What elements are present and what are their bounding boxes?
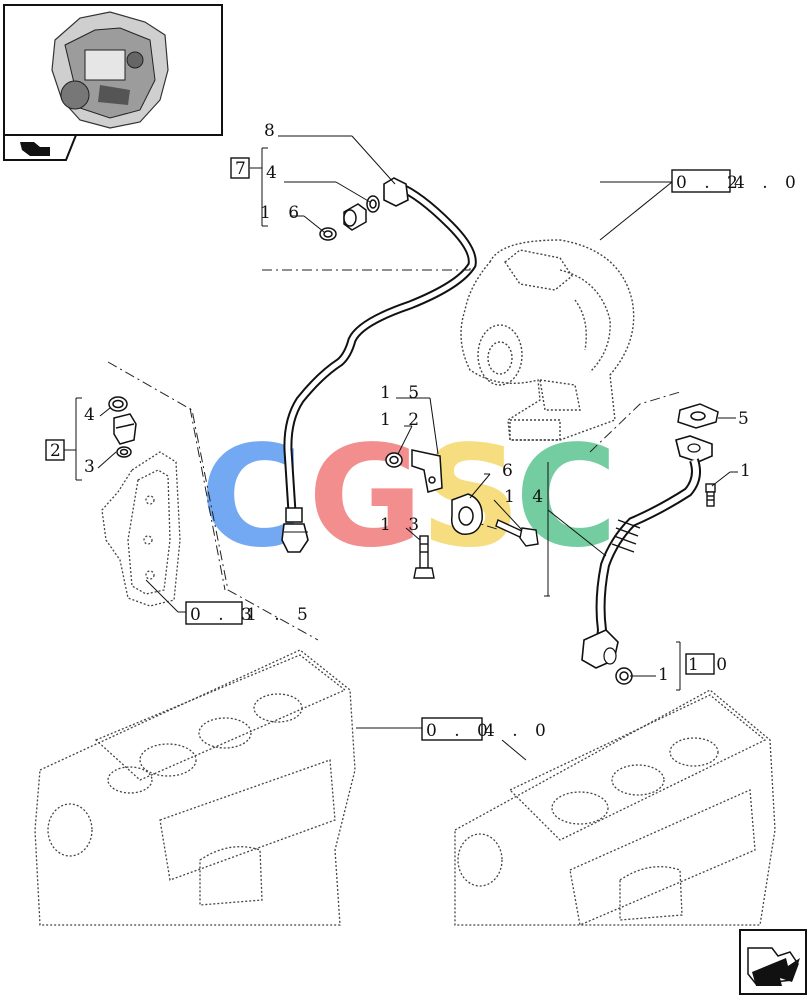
callout-13[interactable]: 1 3	[380, 515, 425, 535]
callout-16[interactable]: 1 6	[260, 203, 305, 223]
adapter-fitting	[113, 413, 137, 445]
gasket-5	[677, 403, 719, 429]
callout-6[interactable]: 6	[502, 461, 519, 481]
callout-10[interactable]: 1 0	[688, 655, 733, 675]
washer-12	[385, 452, 403, 468]
bolt-13	[413, 535, 435, 579]
ref-turbo-boxed[interactable]: 0 . 2	[676, 173, 744, 193]
ref-box-block	[421, 717, 483, 741]
bolt-1	[705, 483, 716, 507]
washer-4-left	[108, 396, 128, 412]
washer-4-top	[366, 195, 380, 213]
ref-plate-boxed[interactable]: 0 . 3	[190, 605, 258, 625]
cover-plate-outline	[101, 451, 181, 607]
oil-return-pipe	[581, 435, 713, 669]
callout-box-7	[230, 157, 250, 179]
ref-box-plate	[185, 601, 243, 625]
callout-1-washer[interactable]: 1	[658, 665, 675, 685]
next-page-arrow-icon[interactable]	[739, 929, 807, 995]
leader-lines	[64, 135, 738, 761]
ref-plate-tail: 1 . 5	[246, 605, 314, 625]
callout-2[interactable]: 2	[50, 441, 67, 461]
callout-box-2	[45, 439, 65, 461]
callout-7[interactable]: 7	[235, 159, 252, 179]
page-back-icon[interactable]	[3, 134, 78, 161]
pipe-clamp-6	[450, 493, 483, 535]
ref-box-turbo	[671, 169, 731, 193]
callout-15[interactable]: 1 5	[380, 383, 425, 403]
callout-4-top[interactable]: 4	[266, 163, 283, 183]
reference-boxes	[45, 157, 731, 741]
reference-labels: 0 . 2 4 . 0 0 . 3 1 . 5 0 . 0 4 . 0	[190, 173, 802, 741]
washer-3	[116, 446, 132, 458]
engine-thumbnail-icon[interactable]	[3, 4, 223, 136]
callout-8[interactable]: 8	[264, 121, 281, 141]
callout-1-bolt[interactable]: 1	[740, 461, 757, 481]
ref-turbo-tail: 4 . 0	[734, 173, 802, 193]
engine-block-right	[454, 689, 776, 926]
bolt-14	[495, 519, 539, 547]
callout-numbers: 8 7 4 1 6 1 5 1 2 6 1 4 1 3 4 2 3 5 1 1 …	[50, 121, 757, 685]
watermark-letter-g: G	[308, 416, 423, 579]
callout-5[interactable]: 5	[738, 409, 755, 429]
oil-feed-pipe	[281, 177, 477, 553]
callout-12[interactable]: 1 2	[380, 410, 425, 430]
callout-14[interactable]: 1 4	[504, 487, 549, 507]
callout-3[interactable]: 3	[84, 457, 101, 477]
washer-16	[319, 227, 337, 241]
engine-block-left	[34, 649, 356, 926]
watermark: C G S C	[200, 416, 618, 579]
ref-block-tail: 4 . 0	[484, 721, 552, 741]
washer-1-lower	[615, 667, 633, 685]
union-fitting	[343, 203, 367, 231]
ref-block-boxed[interactable]: 0 . 0	[426, 721, 494, 741]
callout-4-left[interactable]: 4	[84, 405, 101, 425]
callout-box-10	[685, 653, 715, 675]
turbocharger-outline	[460, 239, 635, 441]
bracket-15	[411, 449, 443, 493]
